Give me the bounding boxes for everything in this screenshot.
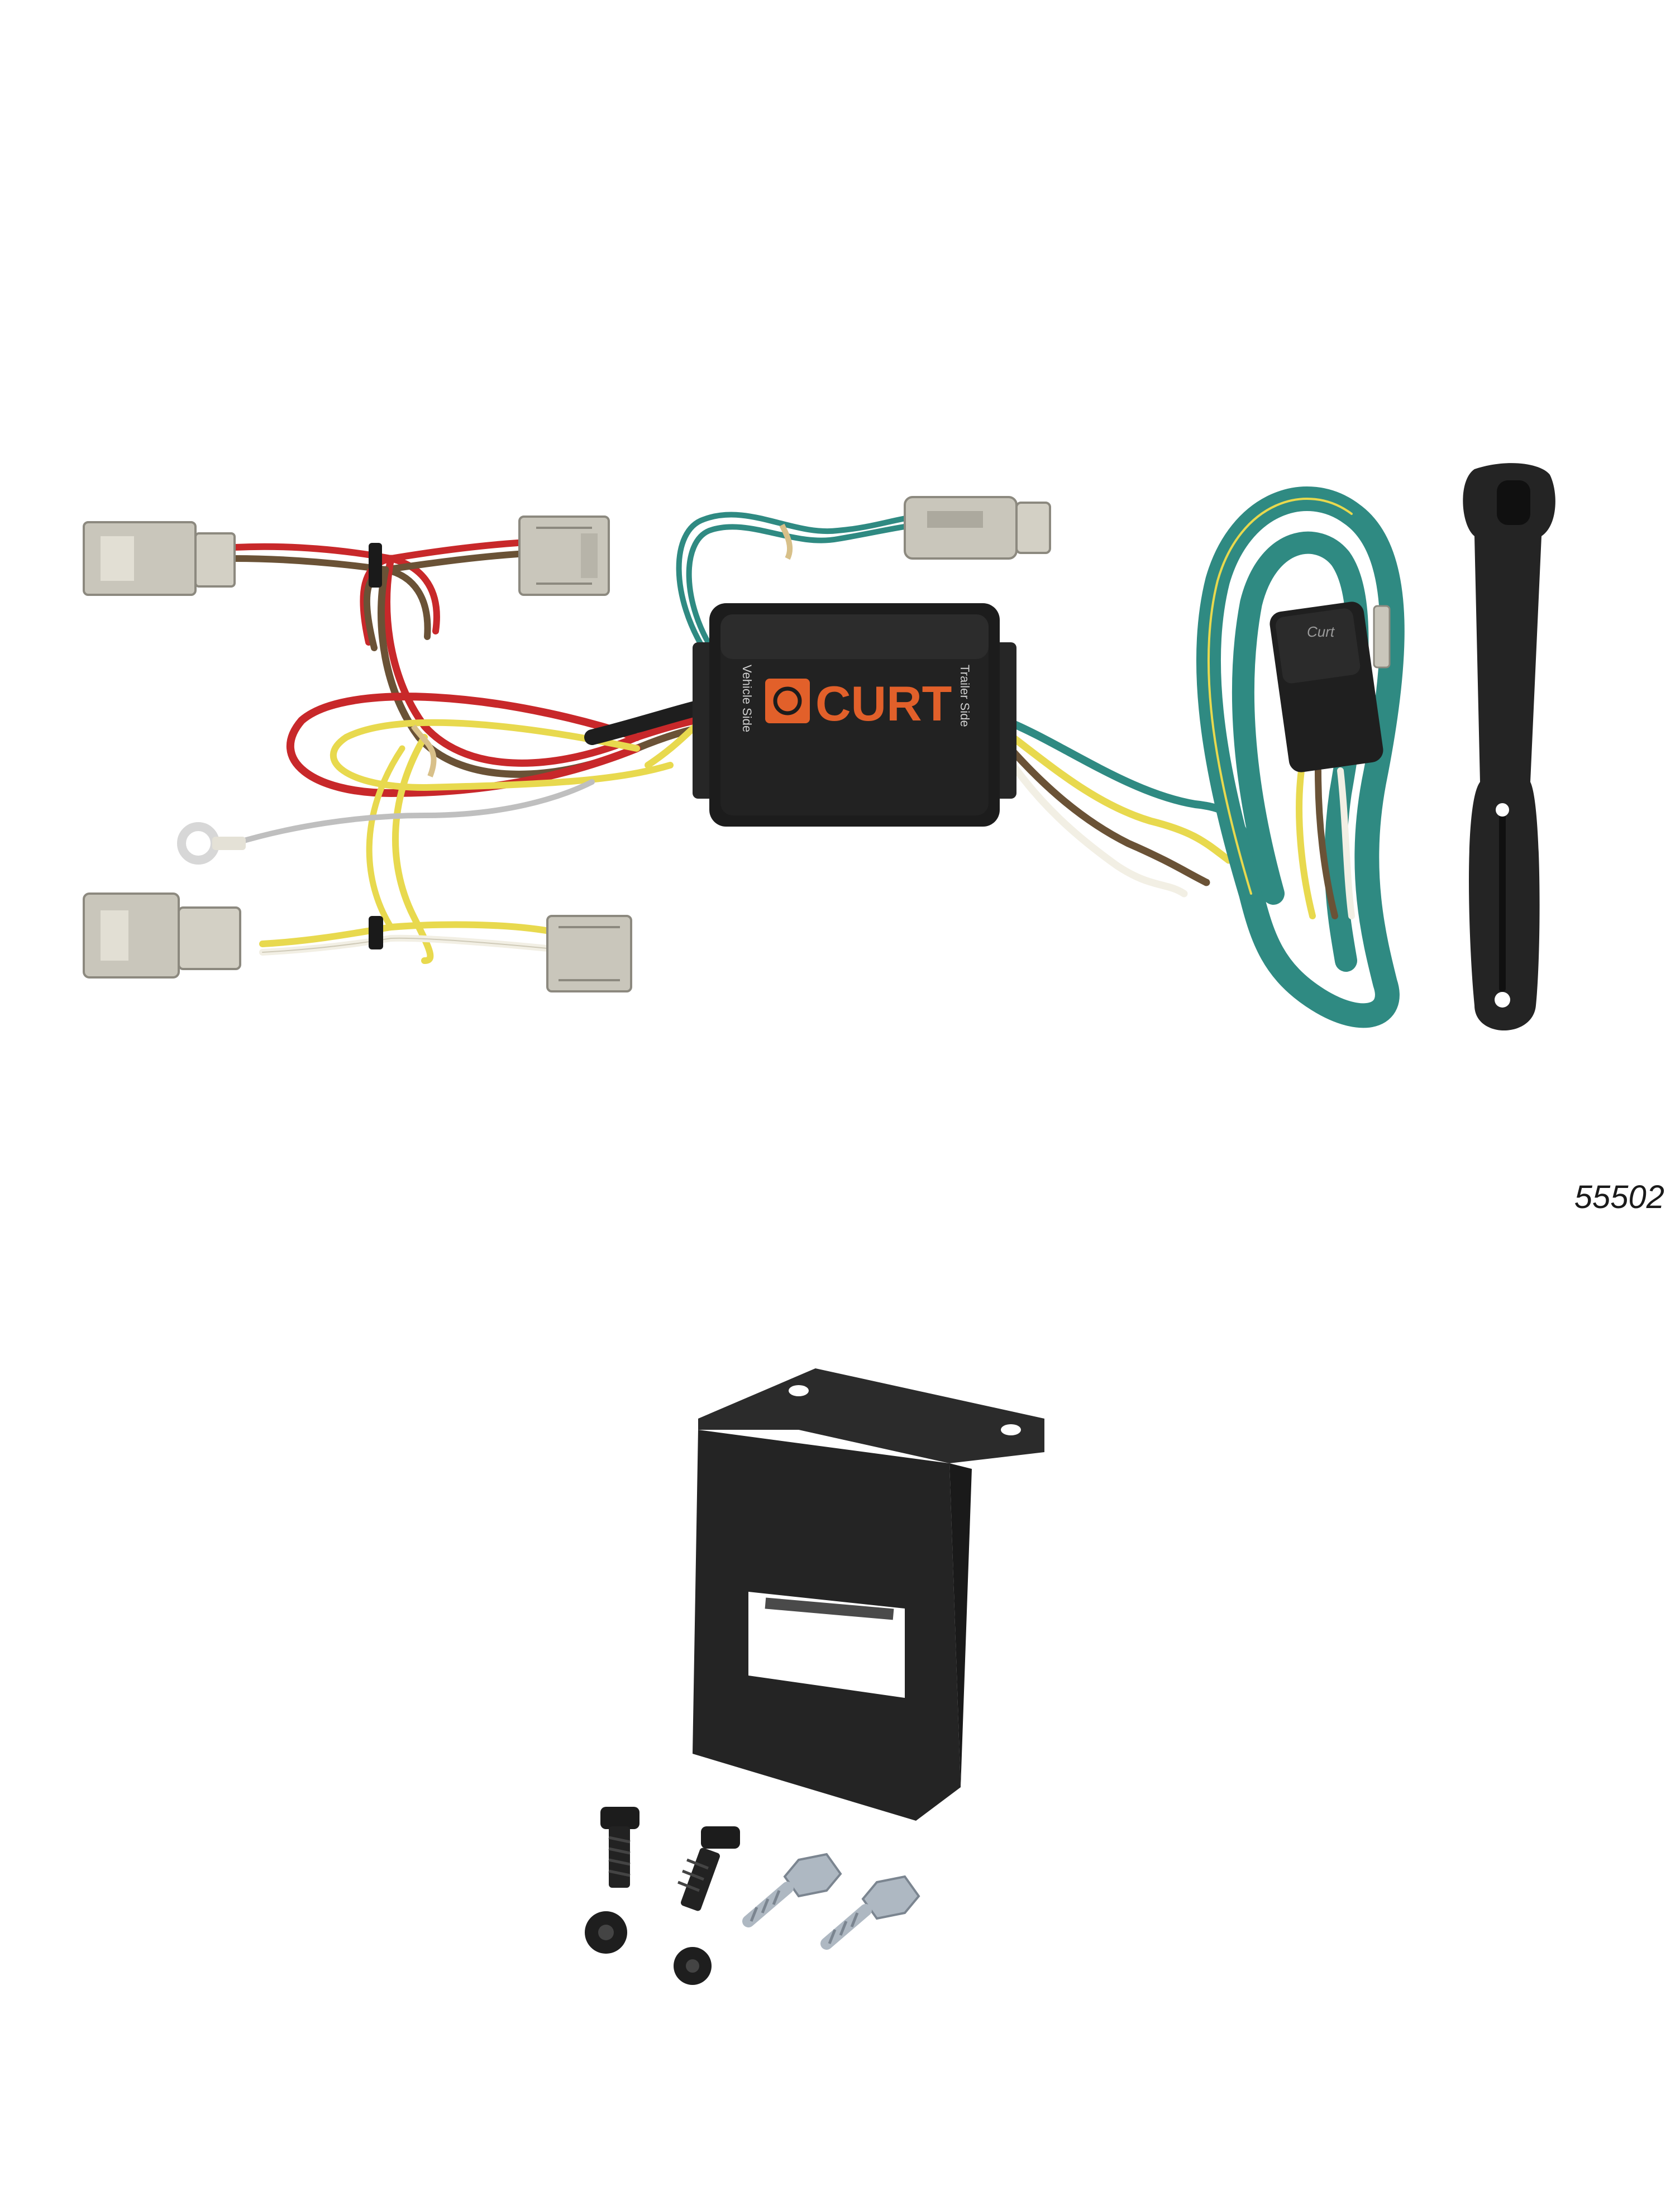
trailer-connector-brand-text: Curt — [1307, 623, 1335, 640]
mounting-strap — [1463, 463, 1555, 1030]
module-brand-text: CURT — [815, 676, 952, 731]
wire-yellow-bottom — [259, 921, 562, 947]
connector-bottom-right — [546, 915, 632, 992]
part-number: 55502 — [1574, 1179, 1664, 1215]
converter-module — [693, 603, 1016, 827]
nut-2 — [674, 1947, 712, 1985]
module-trailer-side-label: Trailer Side — [958, 665, 972, 727]
zip-tie-bottom — [369, 916, 383, 949]
bolt-1 — [600, 1807, 639, 1888]
zip-tie-top — [369, 543, 382, 588]
wiring-harness — [231, 486, 1405, 1028]
wire-flat-loop-stripe — [1207, 498, 1353, 895]
wire-connector-tail-1 — [1296, 767, 1316, 919]
connector-top-left — [83, 521, 236, 596]
wire-yellow-down-2 — [366, 745, 405, 930]
bolt-2 — [677, 1826, 740, 1911]
connector-green-top — [904, 496, 1051, 560]
trailer-connector-4-flat: Curt — [1269, 602, 1391, 772]
wire-white-outline — [262, 937, 559, 953]
wire-white-right — [1001, 750, 1188, 898]
twist-tie-green — [779, 523, 793, 560]
wire-bundle-to-module — [584, 699, 712, 745]
ring-terminal — [177, 822, 246, 865]
wire-green-top-2 — [686, 522, 919, 656]
mounting-bracket — [693, 1368, 1044, 1821]
screw-2 — [820, 1875, 920, 1950]
wire-flat-loop-inner — [1232, 531, 1369, 972]
wire-ground — [232, 779, 595, 846]
connector-top-right — [518, 516, 610, 596]
twist-tie-mid — [411, 724, 437, 777]
wire-red-loop — [383, 555, 713, 767]
module-logo: CURT — [765, 676, 952, 731]
wire-brown-right — [1001, 739, 1210, 886]
wire-brown-loop — [378, 566, 713, 778]
wire-green-top — [676, 512, 919, 656]
wire-red-big-loop — [286, 693, 641, 797]
wire-yellow-right — [1001, 728, 1233, 864]
wire-connector-tail-3 — [1337, 767, 1355, 919]
wire-yellow-down — [392, 734, 434, 964]
module-vehicle-side-label: Vehicle Side — [740, 665, 754, 732]
screw-1 — [742, 1853, 842, 1927]
wire-connector-tail-2 — [1315, 767, 1338, 919]
nut-1 — [585, 1911, 627, 1954]
wire-yellow-loop — [330, 719, 674, 791]
connector-bottom-left — [83, 892, 241, 979]
